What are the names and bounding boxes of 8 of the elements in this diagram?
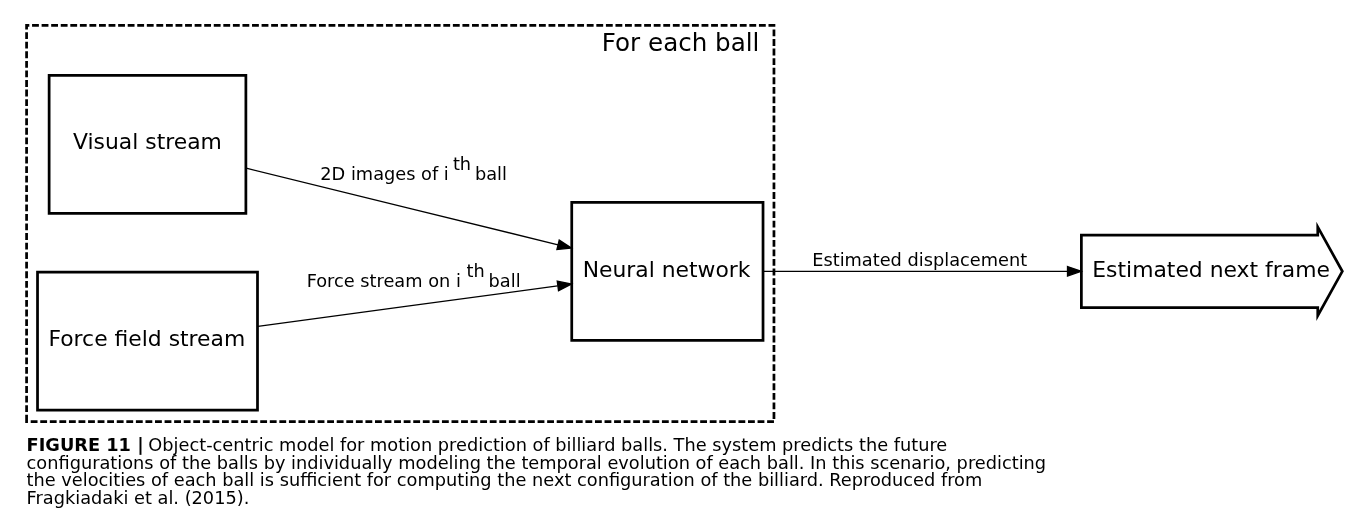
node-box: Force field stream — [36, 270, 259, 411]
arrow — [245, 166, 574, 250]
arrow — [762, 265, 1084, 277]
arrow — [257, 279, 574, 327]
node-box: Neural network — [570, 200, 765, 342]
caption: FIGURE 11 | Object-centric model for motion prediction of billiard balls. The system predicts the future configurations of the balls by individually modeling the temporal evolution of each ball. In this scenario, predicting the velocities of each ball is sufficient for computing the next configuration of the billiard. Reproduced from Fragkiadaki et al. (2015). — [26, 434, 1047, 508]
node-box: Visual stream — [47, 73, 248, 215]
edge-label: Estimated displacement — [812, 249, 1028, 270]
